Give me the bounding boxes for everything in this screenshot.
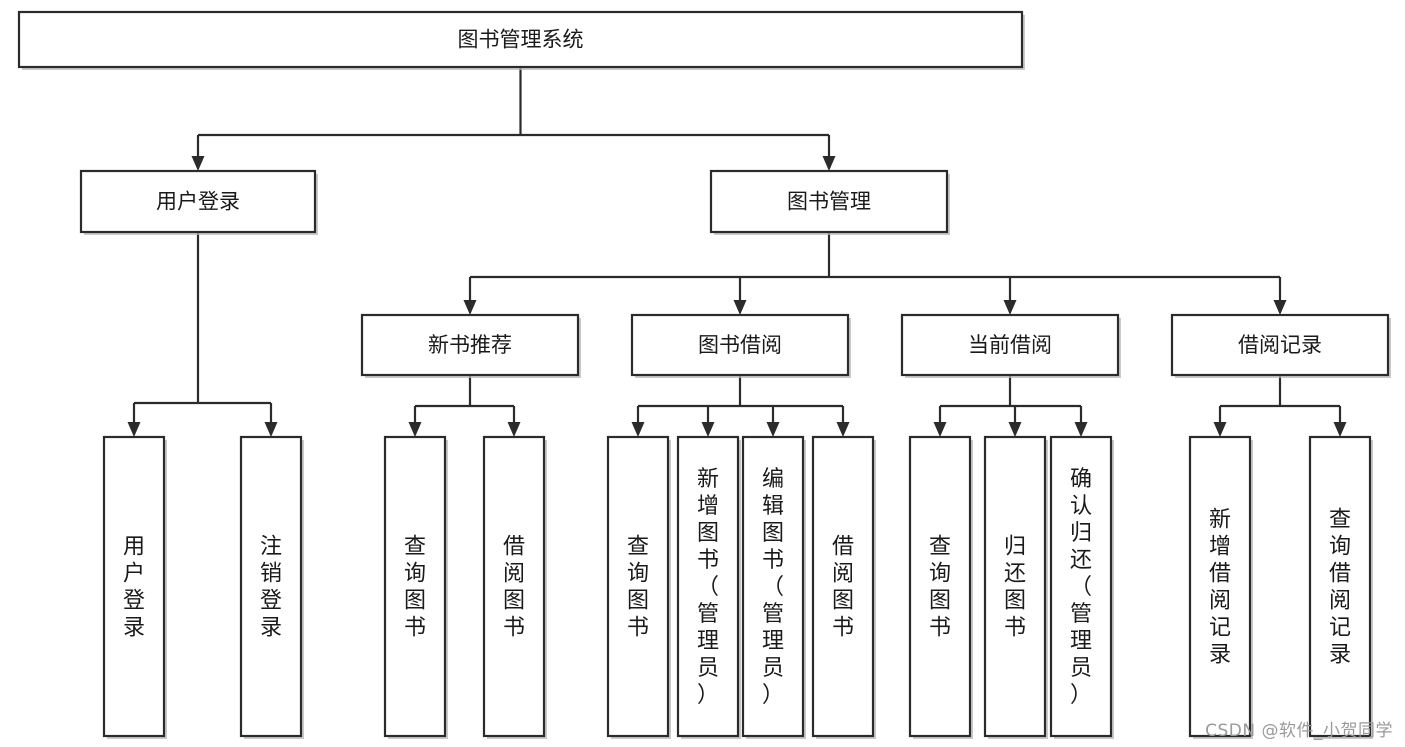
node-rect[interactable]	[983, 435, 1047, 738]
edge-arrowhead-leaf-query-book-2	[631, 422, 645, 437]
node-rect[interactable]	[709, 169, 949, 234]
node-leaf-add-book[interactable]: 新增图书（管理员）	[676, 435, 741, 739]
edge-arrowhead-leaf-query-record	[1333, 422, 1347, 437]
edge-arrowhead-leaf-user-login	[127, 422, 141, 437]
node-label: 查询借阅记录	[1329, 508, 1351, 668]
node-rect[interactable]	[630, 313, 850, 377]
node-rect[interactable]	[360, 313, 580, 377]
node-rect[interactable]	[900, 313, 1120, 377]
node-rect[interactable]	[908, 435, 972, 738]
edge-group-root	[191, 67, 836, 171]
edge-group-borrow-record	[1213, 375, 1347, 437]
edge-arrowhead-leaf-add-record	[1213, 422, 1227, 437]
node-leaf-borrow-book-2[interactable]: 借阅图书	[811, 435, 876, 739]
edge-arrowhead-leaf-borrow-book-2	[836, 422, 850, 437]
node-label: 新增图书（管理员）	[697, 467, 719, 708]
node-label: 借阅图书	[832, 535, 854, 641]
edge-arrowhead-leaf-query-book-3	[933, 422, 947, 437]
edge-arrowhead-leaf-add-book	[701, 422, 715, 437]
node-rect[interactable]	[1188, 435, 1252, 738]
edge-arrowhead-leaf-borrow-book-1	[507, 422, 521, 437]
node-leaf-borrow-book-1[interactable]: 借阅图书	[482, 435, 547, 739]
edge-arrowhead-user-login	[191, 156, 205, 171]
csdn-watermark: CSDN @软件_小贺同学	[1205, 721, 1393, 741]
edge-group-book-borrow	[631, 375, 850, 437]
edge-arrowhead-book-borrow	[733, 300, 747, 315]
node-leaf-user-login[interactable]: 用户登录	[102, 435, 167, 739]
node-label: 查询图书	[404, 535, 426, 641]
node-rect[interactable]	[676, 435, 740, 738]
node-rect[interactable]	[1170, 313, 1390, 377]
edge-arrowhead-leaf-user-logout	[264, 422, 278, 437]
node-label: 注销登录	[260, 535, 282, 641]
edge-group-book-manage	[463, 232, 1287, 315]
node-label: 新书推荐	[428, 333, 512, 357]
node-rect[interactable]	[1049, 435, 1113, 738]
node-leaf-query-record[interactable]: 查询借阅记录	[1308, 435, 1373, 739]
edge-arrowhead-leaf-confirm-return	[1074, 422, 1088, 437]
node-borrow-record[interactable]: 借阅记录	[1170, 313, 1391, 378]
edge-arrowhead-leaf-query-book-1	[408, 422, 422, 437]
node-leaf-user-logout[interactable]: 注销登录	[239, 435, 304, 739]
node-rect[interactable]	[17, 10, 1024, 69]
node-label: 编辑图书（管理员）	[762, 467, 784, 708]
node-rect[interactable]	[79, 169, 317, 234]
node-rect[interactable]	[482, 435, 546, 738]
node-leaf-query-book-1[interactable]: 查询图书	[383, 435, 448, 739]
node-label: 借阅记录	[1238, 333, 1322, 357]
edge-arrowhead-borrow-record	[1273, 300, 1287, 315]
node-label: 用户登录	[156, 190, 240, 214]
node-rect[interactable]	[383, 435, 447, 738]
edge-arrowhead-leaf-edit-book	[766, 422, 780, 437]
node-current-borrow[interactable]: 当前借阅	[900, 313, 1121, 378]
node-new-book-rec[interactable]: 新书推荐	[360, 313, 581, 378]
edge-arrowhead-new-book-rec	[463, 300, 477, 315]
edge-group-new-book-rec	[408, 375, 521, 437]
edge-arrowhead-book-manage	[822, 156, 836, 171]
node-leaf-add-record[interactable]: 新增借阅记录	[1188, 435, 1253, 739]
nodes-layer: 图书管理系统用户登录图书管理新书推荐图书借阅当前借阅借阅记录用户登录注销登录查询…	[17, 10, 1391, 739]
node-rect[interactable]	[741, 435, 805, 738]
node-rect[interactable]	[239, 435, 303, 738]
node-rect[interactable]	[811, 435, 875, 738]
node-label: 查询图书	[627, 535, 649, 641]
node-rect[interactable]	[1308, 435, 1372, 738]
node-label: 归还图书	[1004, 535, 1026, 641]
edge-arrowhead-current-borrow	[1003, 300, 1017, 315]
node-book-manage[interactable]: 图书管理	[709, 169, 950, 235]
node-user-login[interactable]: 用户登录	[79, 169, 318, 235]
edge-arrowhead-leaf-return-book	[1008, 422, 1022, 437]
node-rect[interactable]	[606, 435, 670, 738]
node-leaf-query-book-2[interactable]: 查询图书	[606, 435, 671, 739]
node-root[interactable]: 图书管理系统	[17, 10, 1025, 70]
node-label: 借阅图书	[503, 535, 525, 641]
node-leaf-return-book[interactable]: 归还图书	[983, 435, 1048, 739]
edge-group-user-login	[127, 232, 278, 437]
node-label: 新增借阅记录	[1209, 508, 1231, 668]
edge-group-current-borrow	[933, 375, 1088, 437]
node-leaf-confirm-return[interactable]: 确认归还（管理员）	[1049, 435, 1114, 739]
node-label: 确认归还（管理员）	[1070, 467, 1092, 708]
node-leaf-query-book-3[interactable]: 查询图书	[908, 435, 973, 739]
node-label: 图书管理	[787, 190, 871, 214]
node-label: 查询图书	[929, 535, 951, 641]
edges-layer	[127, 67, 1347, 437]
node-leaf-edit-book[interactable]: 编辑图书（管理员）	[741, 435, 806, 739]
node-label: 图书管理系统	[458, 28, 584, 52]
node-rect[interactable]	[102, 435, 166, 738]
node-label: 图书借阅	[698, 333, 782, 357]
node-book-borrow[interactable]: 图书借阅	[630, 313, 851, 378]
node-label: 当前借阅	[968, 333, 1052, 357]
node-label: 用户登录	[123, 535, 145, 641]
